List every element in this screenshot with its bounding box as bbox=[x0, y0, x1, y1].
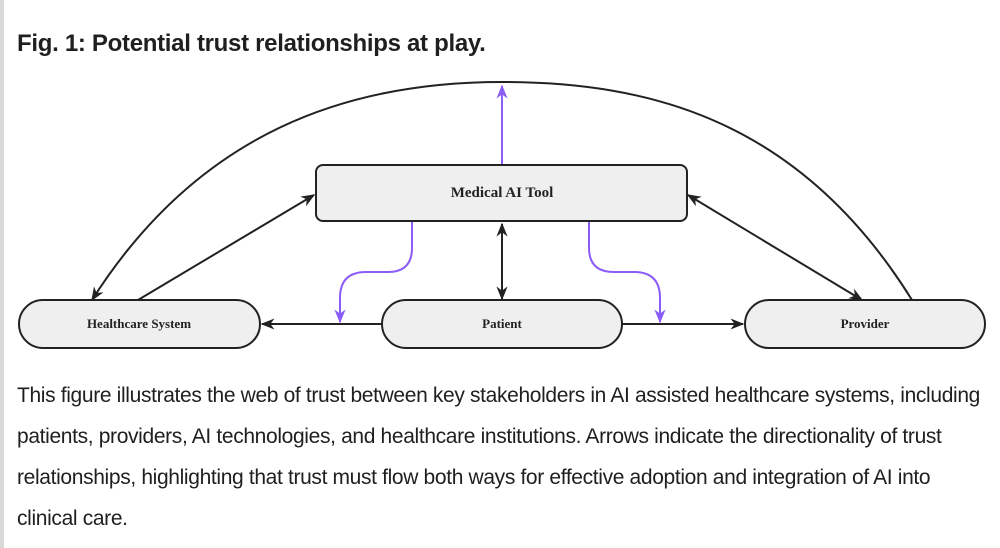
node-label-medical-ai-tool: Medical AI Tool bbox=[451, 185, 554, 201]
edge-healthcare-to-ai bbox=[137, 194, 316, 301]
node-patient: Patient bbox=[381, 299, 623, 349]
edge-provider-to-healthcare-arc bbox=[91, 80, 913, 302]
node-label-patient: Patient bbox=[482, 316, 522, 331]
node-healthcare-system: Healthcare System bbox=[18, 299, 261, 349]
edge-ai-to-right-edge-purple bbox=[588, 221, 666, 324]
left-border-rule bbox=[0, 0, 4, 548]
node-label-healthcare-system: Healthcare System bbox=[87, 316, 191, 331]
edge-ai-to-left-edge-purple bbox=[334, 221, 413, 324]
figure-caption: This figure illustrates the web of trust… bbox=[17, 384, 980, 530]
node-medical-ai-tool: Medical AI Tool bbox=[315, 164, 688, 222]
node-label-provider: Provider bbox=[841, 316, 890, 331]
figure-title: Fig. 1: Potential trust relationships at… bbox=[17, 30, 486, 57]
trust-diagram: Medical AI Tool Healthcare System Patien… bbox=[18, 80, 986, 349]
node-provider: Provider bbox=[744, 299, 986, 349]
edge-ai-to-provider bbox=[686, 194, 864, 301]
